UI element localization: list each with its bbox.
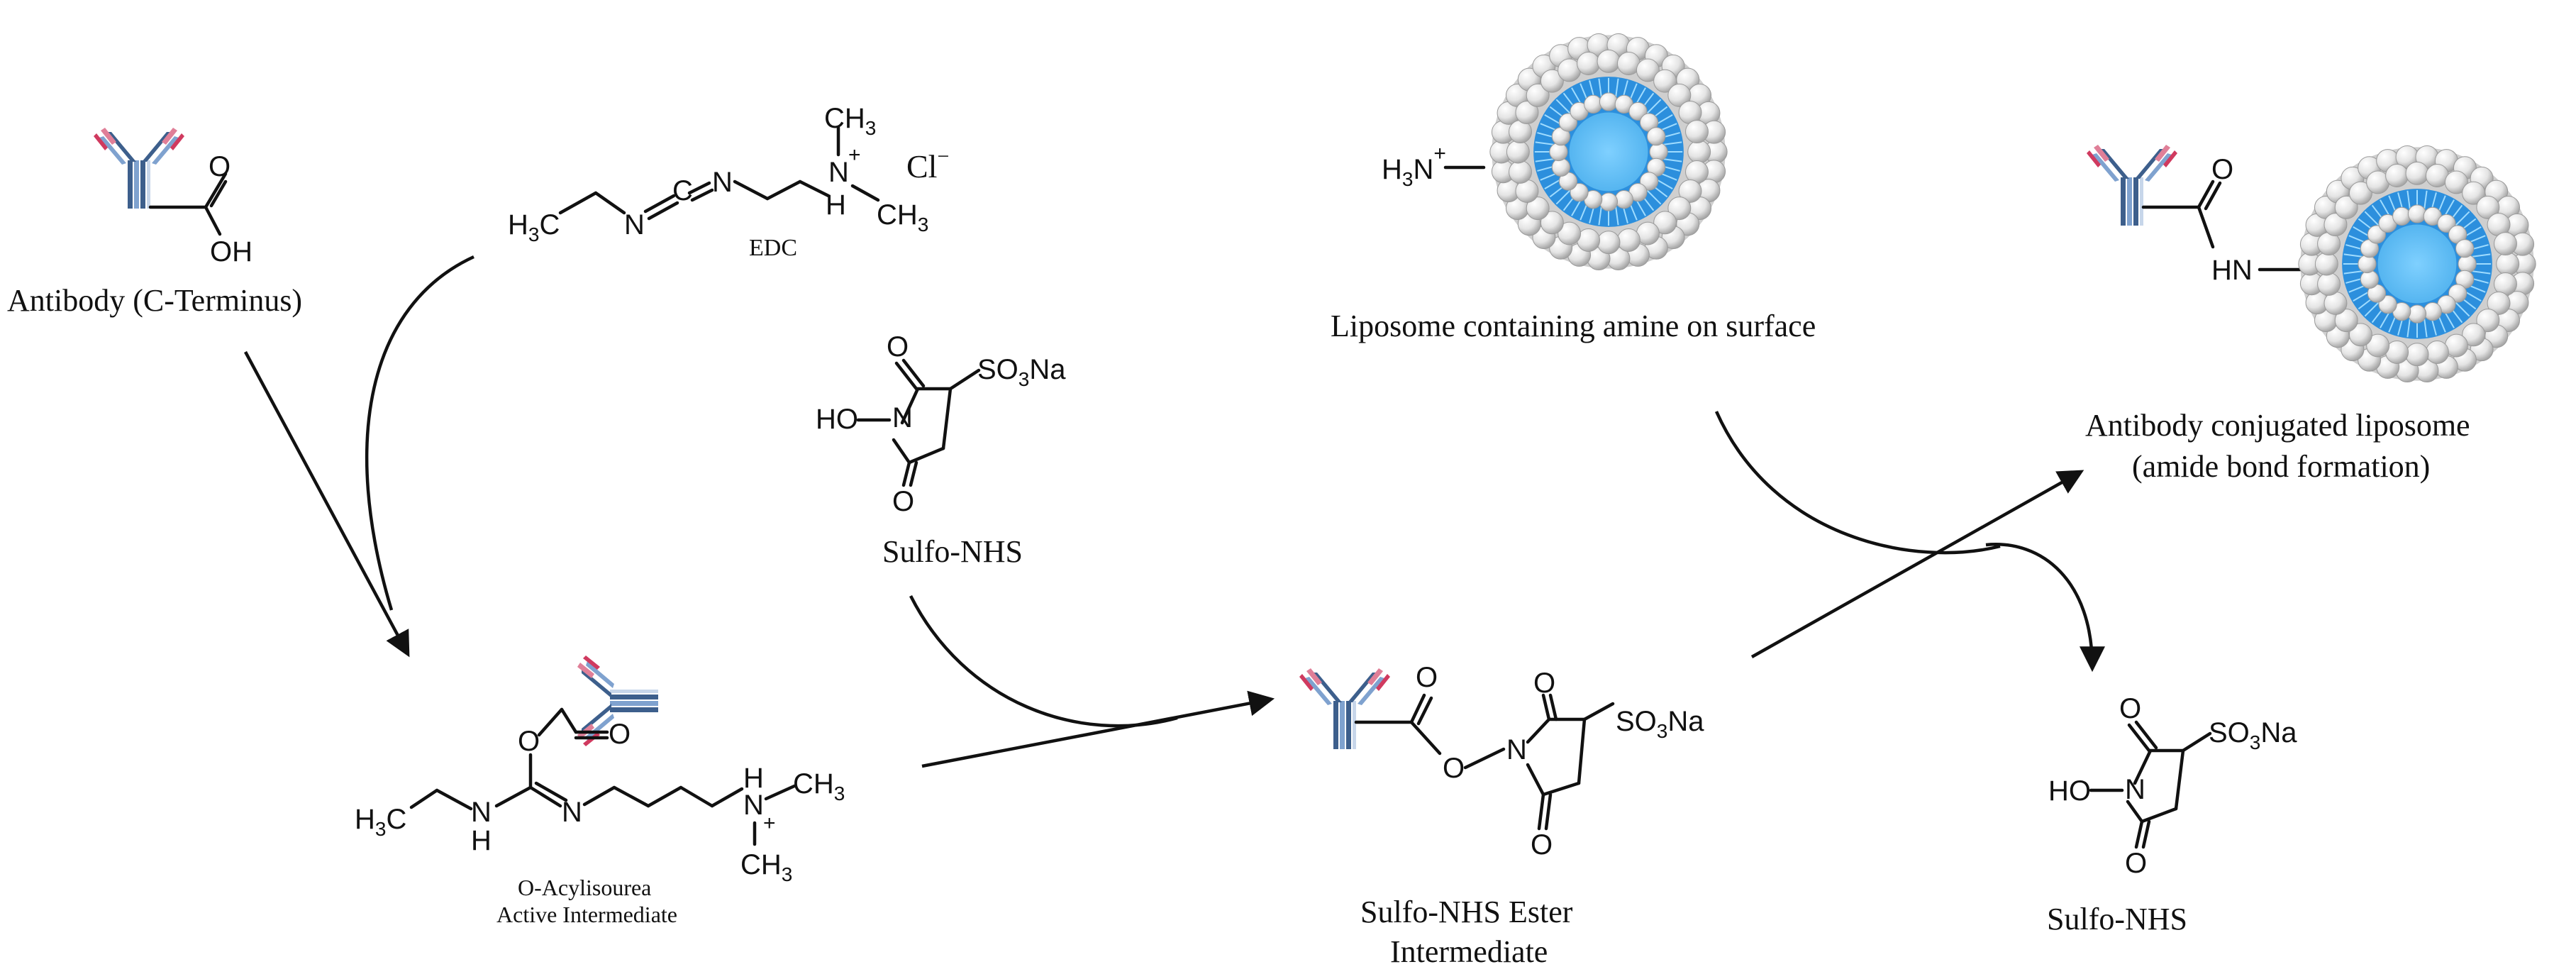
o-acylisourea-label-line2: Active Intermediate — [496, 902, 677, 927]
edc-label: EDC — [749, 235, 797, 261]
svg-text:CH3: CH3 — [740, 849, 792, 885]
sulfo-nhs-structure: O SO3Na N O HO — [816, 331, 1066, 517]
antibody-label: Antibody (C-Terminus) — [7, 283, 302, 318]
svg-text:HO: HO — [816, 404, 858, 435]
svg-text:CH3: CH3 — [824, 103, 876, 139]
svg-text:N: N — [2125, 774, 2145, 805]
svg-text:H: H — [743, 763, 764, 794]
sulfo-nhs-byproduct-label: Sulfo-NHS — [2047, 902, 2187, 936]
svg-text:O: O — [1416, 662, 1438, 693]
svg-text:N: N — [712, 167, 733, 198]
svg-text:SO3Na: SO3Na — [1616, 706, 1704, 742]
liposome-amine: H3N+ — [1382, 33, 1728, 271]
svg-text:O: O — [2211, 154, 2233, 185]
svg-text:N: N — [892, 402, 913, 433]
svg-text:+: + — [848, 143, 861, 167]
svg-text:O: O — [518, 726, 540, 757]
svg-text:N: N — [624, 209, 645, 240]
svg-text:N: N — [743, 790, 764, 821]
conjugated-liposome: O HN — [2087, 145, 2536, 383]
liposome — [1489, 33, 1728, 271]
arrow-sulfo-nhs-addition — [909, 594, 1178, 728]
svg-text:O: O — [892, 486, 914, 517]
svg-text:H3C: H3C — [355, 804, 406, 840]
svg-text:H3C: H3C — [508, 209, 560, 245]
svg-text:SO3Na: SO3Na — [977, 354, 1066, 390]
antibody-structure: O OH — [94, 128, 252, 267]
svg-text:H: H — [826, 189, 846, 221]
atom-label: O — [209, 151, 231, 182]
svg-text:CH3: CH3 — [793, 768, 845, 804]
liposome-label: Liposome containing amine on surface — [1331, 309, 1816, 343]
arrow-edc-addition — [365, 255, 474, 611]
reaction-arrows — [244, 255, 2105, 768]
svg-text:N: N — [1506, 734, 1527, 765]
atom-label: OH — [210, 236, 252, 267]
svg-text:N: N — [562, 797, 582, 828]
sulfo-nhs-label: Sulfo-NHS — [882, 534, 1023, 569]
arrow-to-ester — [921, 690, 1275, 768]
svg-text:SO3Na: SO3Na — [2209, 717, 2297, 753]
arrow-to-conjugate — [1750, 470, 2084, 658]
svg-text:O: O — [1533, 668, 1555, 699]
svg-text:N: N — [828, 157, 849, 188]
liposome — [2298, 145, 2536, 383]
sulfo-nhs-ester-structure: O O N O SO3Na O — [1299, 662, 1704, 861]
svg-text:+: + — [763, 812, 776, 835]
conjugated-liposome-label-line2: (amide bond formation) — [2132, 449, 2430, 484]
sulfo-nhs-ester-label-line2: Intermediate — [1390, 934, 1548, 969]
o-acylisourea-structure: O O N H H3C N H N + CH3 CH3 — [355, 656, 845, 885]
edc-structure: H3C N C N N + CH3 H CH3 Cl− — [508, 103, 949, 245]
svg-text:O: O — [887, 331, 909, 363]
conjugated-liposome-label: Antibody conjugated liposome — [2085, 408, 2470, 443]
svg-text:N: N — [471, 797, 492, 828]
svg-text:CH3: CH3 — [877, 199, 928, 236]
svg-text:O: O — [1531, 829, 1553, 861]
sulfo-nhs-ester-label: Sulfo-NHS Ester — [1360, 895, 1573, 929]
svg-text:HO: HO — [2048, 775, 2091, 807]
arrow-amine-addition — [1714, 411, 2001, 555]
svg-text:O: O — [2125, 848, 2147, 879]
svg-text:C: C — [672, 175, 693, 206]
svg-text:O: O — [609, 719, 631, 750]
svg-text:Cl−: Cl− — [906, 145, 949, 184]
svg-text:HN: HN — [2211, 255, 2253, 286]
svg-text:O: O — [1443, 753, 1465, 784]
o-acylisourea-label: O-Acylisourea — [518, 875, 651, 900]
svg-text:H3N+: H3N+ — [1382, 142, 1446, 190]
svg-text:O: O — [2119, 693, 2141, 724]
arrow-sulfo-nhs-release — [1985, 543, 2105, 673]
arrow-antibody-to-intermediate — [244, 350, 410, 658]
sulfo-nhs-byproduct-structure: O SO3Na N O HO — [2048, 693, 2297, 879]
svg-text:H: H — [471, 825, 492, 856]
